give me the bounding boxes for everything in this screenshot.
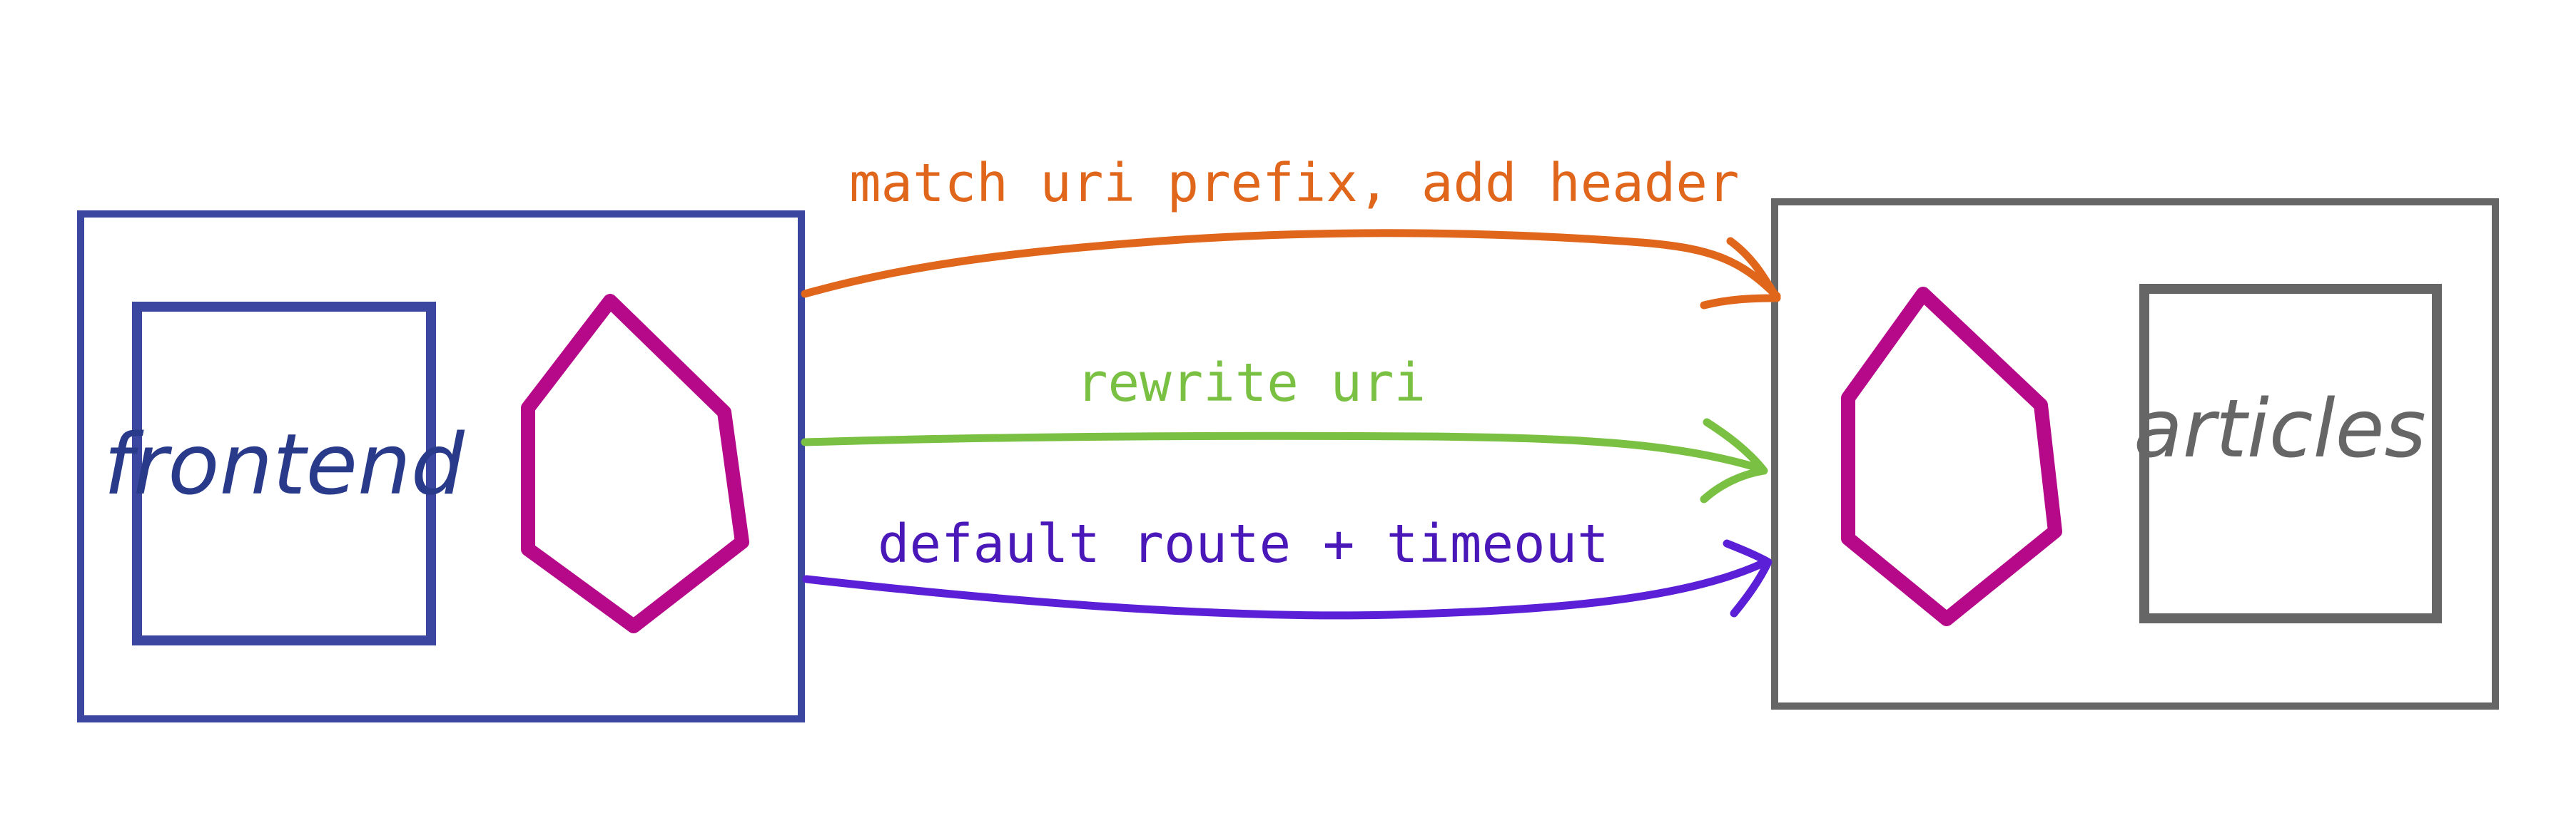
articles-service: articles: [1771, 198, 2499, 710]
route-default-arrowhead: [1723, 539, 1773, 618]
route-match-arrowhead: [1700, 237, 1781, 310]
articles-app-box: [2139, 284, 2442, 623]
route-rewrite-arrowhead: [1700, 418, 1768, 504]
hexagon-icon: [521, 294, 749, 633]
route-match-label: match uri prefix, add header: [849, 153, 1739, 214]
route-default: default route + timeout: [802, 513, 1773, 620]
route-rewrite: rewrite uri: [801, 352, 1768, 504]
route-match-prefix: match uri prefix, add header: [801, 153, 1781, 310]
frontend-service: frontend: [77, 210, 805, 722]
frontend-app-box: [132, 302, 436, 645]
hexagon-icon: [1841, 287, 2062, 626]
route-default-arrow-line: [802, 559, 1767, 620]
route-default-label: default route + timeout: [878, 513, 1609, 575]
articles-outer-box: [1771, 198, 2499, 710]
route-rewrite-arrow-line: [801, 431, 1767, 474]
frontend-outer-box: [77, 210, 805, 722]
route-rewrite-label: rewrite uri: [1076, 352, 1426, 414]
articles-label: articles: [2134, 383, 2426, 476]
route-match-arrow-line: [801, 229, 1781, 300]
frontend-label: frontend: [103, 415, 465, 513]
